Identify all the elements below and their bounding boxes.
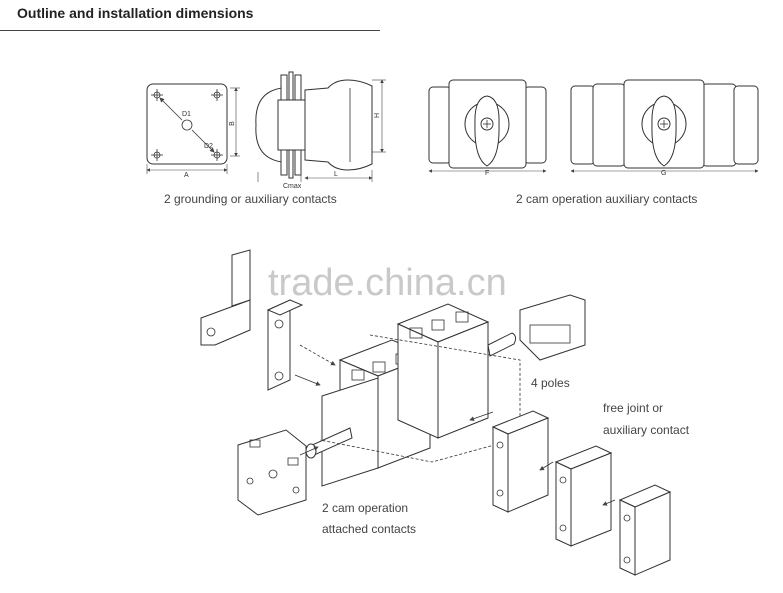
caption-cam-auxiliary-contacts: 2 cam operation auxiliary contacts [516, 192, 698, 206]
front-view-plate [146, 83, 240, 174]
dim-label-b: B [228, 121, 236, 126]
title-divider [0, 30, 380, 31]
watermark: trade.china.cn [268, 262, 507, 304]
label-cam-attached-line1: 2 cam operation [322, 501, 409, 515]
dim-label-a: A [184, 172, 189, 179]
page-title: Outline and installation dimensions [17, 5, 254, 21]
dim-label-d1: D1 [182, 111, 191, 118]
caption-grounding-contacts: 2 grounding or auxiliary contacts [164, 192, 337, 206]
label-cam-attached-line2: attached contacts [322, 522, 417, 536]
dim-label-cmax: Cmax [283, 183, 302, 190]
label-free-joint-line1: free joint or [603, 401, 664, 415]
dim-label-l: L [334, 171, 338, 178]
label-free-joint-line2: auxiliary contact [603, 423, 690, 437]
exploded-assembly [200, 249, 672, 576]
label-4-poles: 4 poles [531, 376, 570, 390]
top-view-g [570, 79, 759, 173]
dim-label-d2: D2 [204, 143, 213, 150]
dim-label-g: G [661, 170, 667, 177]
side-view [255, 71, 386, 182]
top-view-f [428, 79, 547, 173]
dim-label-h: H [374, 112, 382, 119]
dim-label-f: F [485, 170, 490, 177]
